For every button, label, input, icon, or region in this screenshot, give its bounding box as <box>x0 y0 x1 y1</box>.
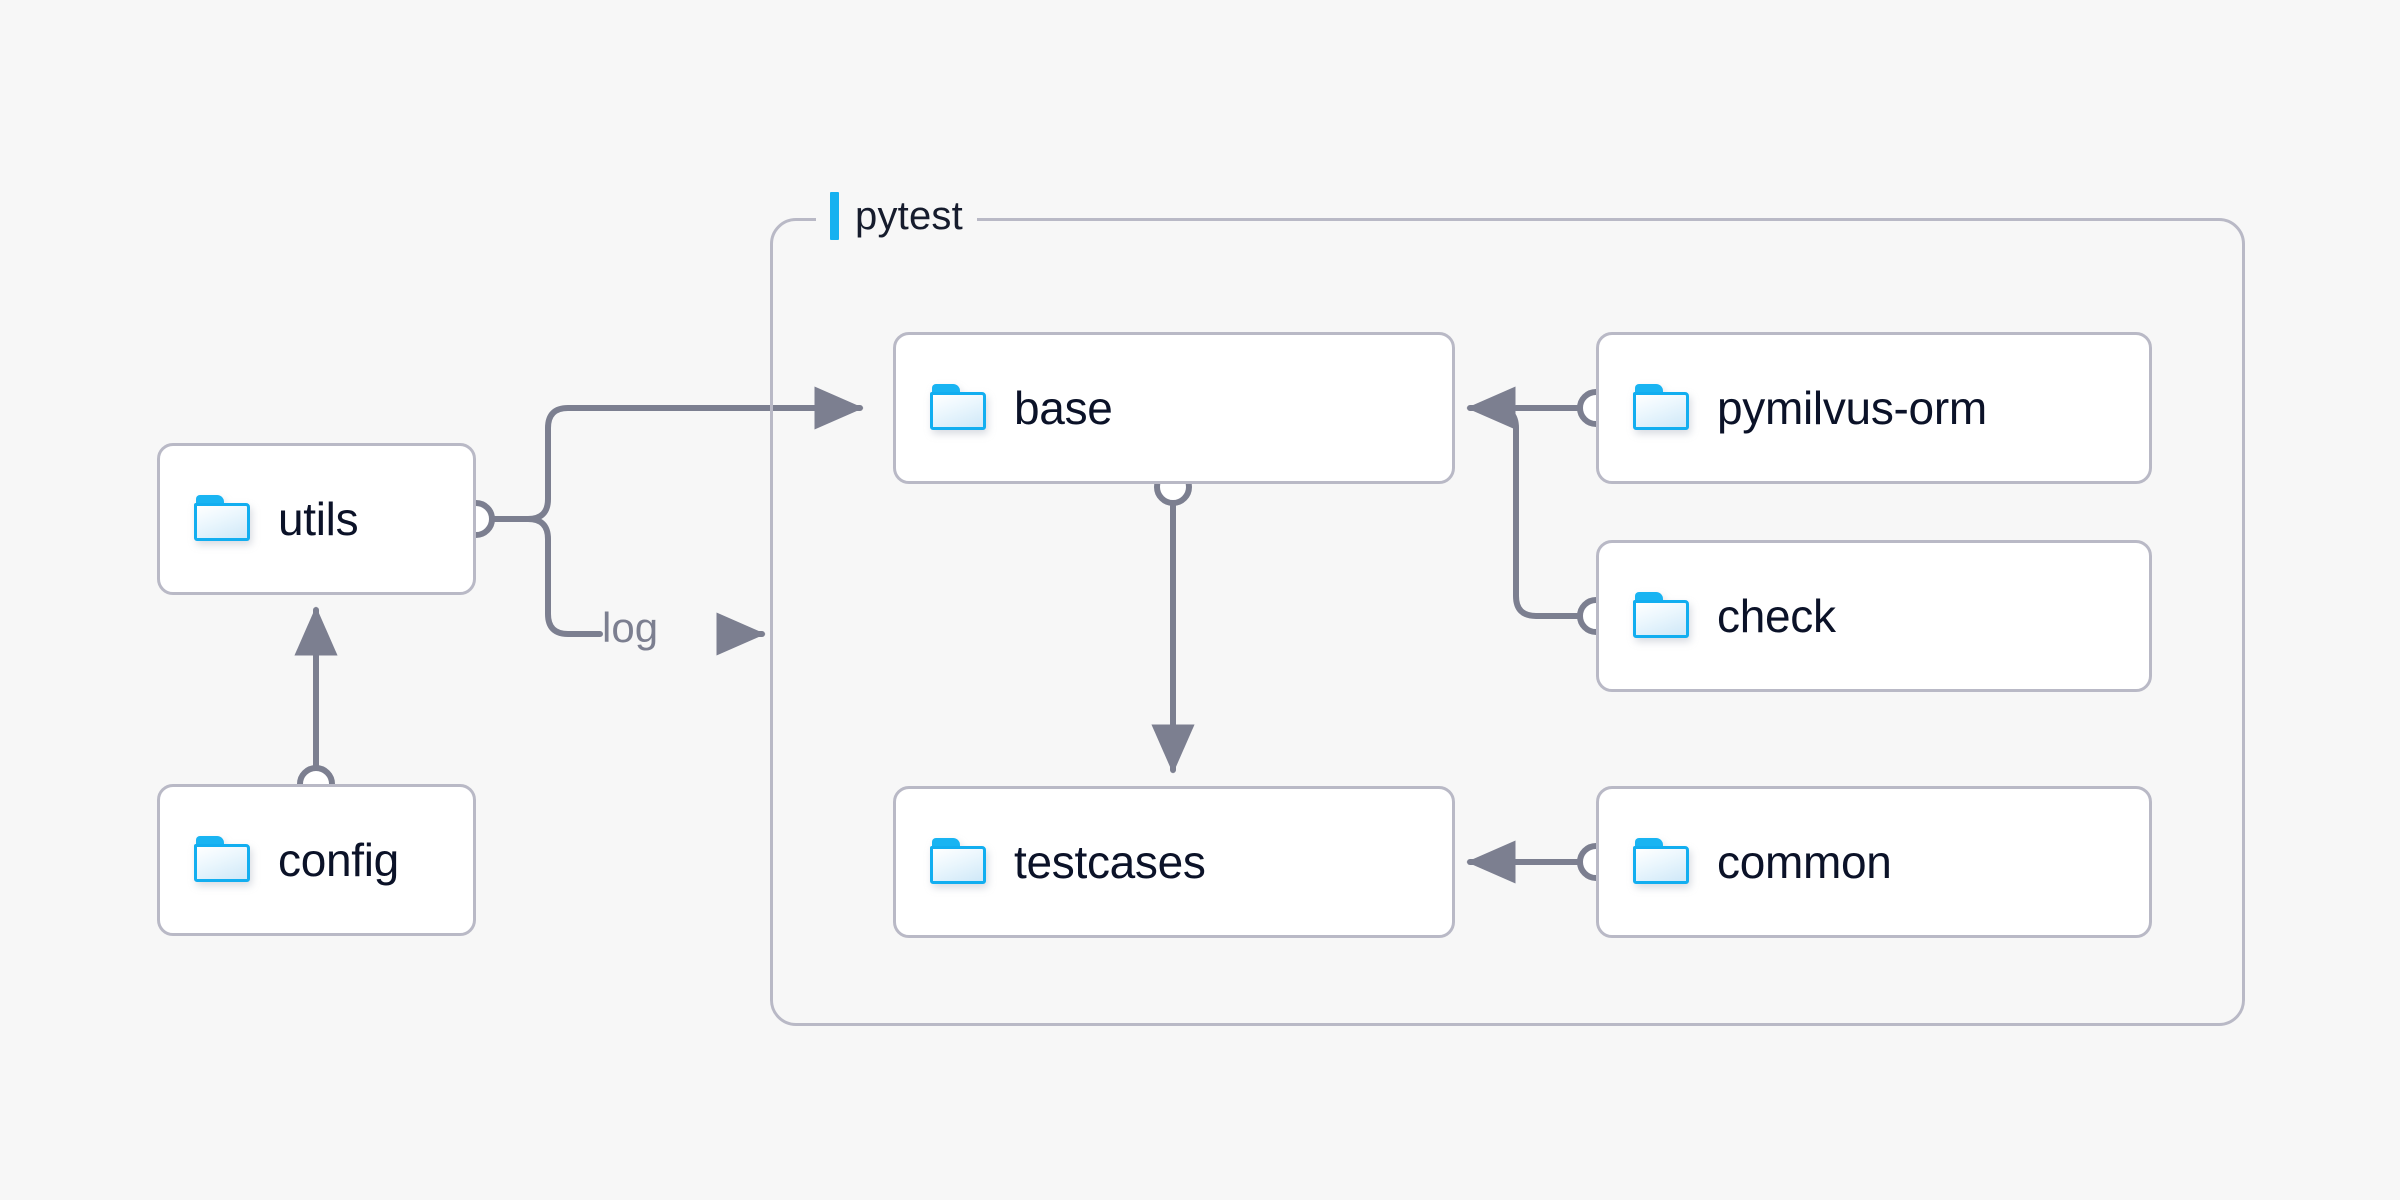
node-base[interactable]: base <box>893 332 1455 484</box>
edge-config-to-utils <box>294 606 338 803</box>
node-label-utils: utils <box>278 493 359 545</box>
folder-icon <box>1633 838 1691 886</box>
node-label-base: base <box>1014 382 1113 434</box>
folder-icon <box>194 836 252 884</box>
group-label-pytest: pytest <box>816 192 977 240</box>
folder-icon <box>1633 592 1691 640</box>
node-label-common: common <box>1717 836 1892 888</box>
folder-icon <box>930 384 988 432</box>
node-label-check: check <box>1717 590 1836 642</box>
node-label-config: config <box>278 834 399 886</box>
node-testcases[interactable]: testcases <box>893 786 1455 938</box>
folder-icon <box>194 495 252 543</box>
node-utils[interactable]: utils <box>157 443 476 595</box>
node-config[interactable]: config <box>157 784 476 936</box>
node-common[interactable]: common <box>1596 786 2152 938</box>
group-label-text: pytest <box>855 193 963 238</box>
node-pymilvus-orm[interactable]: pymilvus-orm <box>1596 332 2152 484</box>
node-label-pymilvus-orm: pymilvus-orm <box>1717 382 1987 434</box>
folder-icon <box>1633 384 1691 432</box>
node-check[interactable]: check <box>1596 540 2152 692</box>
group-container-pytest <box>770 218 2245 1026</box>
edge-label-log: log <box>602 604 659 651</box>
node-label-testcases: testcases <box>1014 836 1206 888</box>
accent-bar-icon <box>830 192 839 240</box>
folder-icon <box>930 838 988 886</box>
